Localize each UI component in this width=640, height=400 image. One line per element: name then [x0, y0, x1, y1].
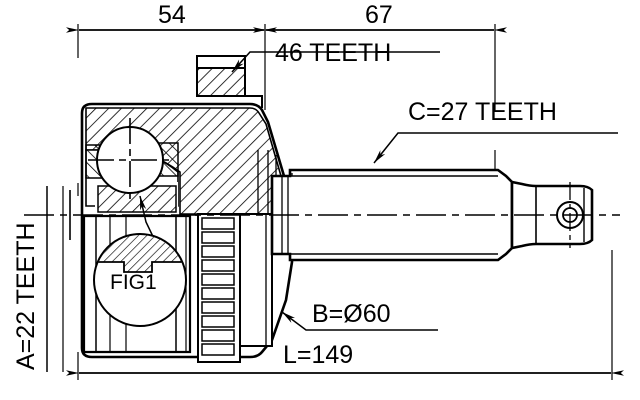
dimension-label-67: 67: [365, 1, 393, 29]
callout-boot-diameter: B=Ø60: [312, 300, 391, 328]
detail-circle-fig1: [93, 233, 187, 327]
inner-race: [95, 182, 178, 213]
detail-label-fig1: FIG1: [110, 271, 157, 294]
abs-tone-ring: [197, 213, 273, 363]
dimension-extension-lines: [62, 24, 613, 380]
leader-abs-teeth: [231, 51, 440, 73]
callout-inner-spline-teeth: A=22 TEETH: [12, 222, 40, 370]
abs-ring-top-block: [196, 55, 263, 108]
bearing-ball: [88, 118, 172, 202]
callout-abs-ring-teeth: 46 TEETH: [275, 39, 392, 67]
dimension-label-54: 54: [158, 1, 186, 29]
callout-shaft-spline-teeth: C=27 TEETH: [408, 98, 557, 126]
leader-boot-diameter: [281, 311, 438, 331]
leader-shaft-spline: [373, 132, 618, 164]
dimension-label-overall-length: L=149: [283, 341, 354, 369]
